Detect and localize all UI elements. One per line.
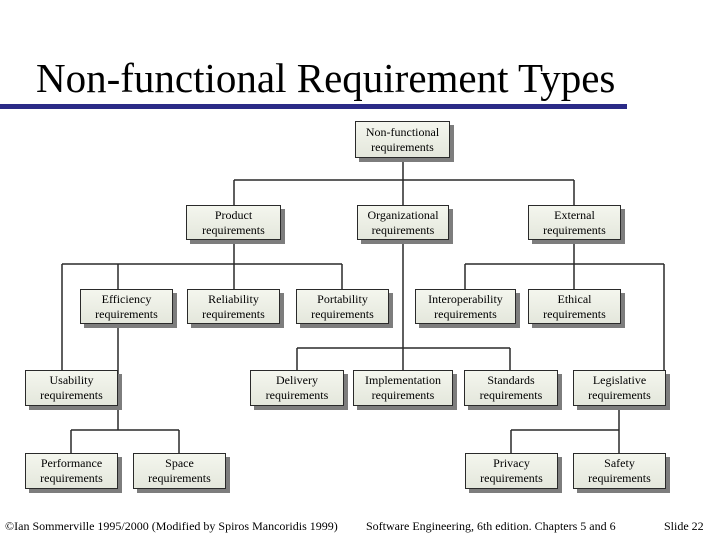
node-label-line1: Legislative	[592, 373, 647, 387]
node-label-line1: External	[554, 207, 595, 222]
node-reliability-requirements: Reliability requirements	[187, 289, 280, 324]
node-label-line2: requirements	[202, 222, 265, 237]
node-label-line2: requirements	[434, 306, 497, 321]
node-label-line1: Efficiency	[101, 291, 152, 306]
node-efficiency-requirements: Efficiency requirements	[80, 289, 173, 324]
node-label-line1: Standards	[487, 373, 535, 387]
node-label-line2: requirements	[543, 222, 606, 237]
node-product-requirements: Product requirements	[186, 205, 281, 240]
node-space-requirements: Space requirements	[133, 453, 226, 489]
footer-copyright: ©Ian Sommerville 1995/2000 (Modified by …	[5, 519, 338, 533]
node-ethical-requirements: Ethical requirements	[528, 289, 621, 324]
node-label-line1: Organizational	[367, 207, 439, 222]
node-label-line1: Ethical	[557, 291, 592, 306]
node-nonfunctional-requirements: Non-functional requirements	[355, 121, 450, 158]
node-performance-requirements: Performance requirements	[25, 453, 118, 489]
node-label-line2: requirements	[371, 139, 434, 154]
footer-slide-number: Slide 22	[664, 519, 704, 533]
node-label-line2: requirements	[588, 388, 651, 402]
node-label-line1: Product	[214, 207, 253, 222]
node-external-requirements: External requirements	[528, 205, 621, 240]
node-label-line1: Portability	[317, 291, 368, 306]
node-label-line1: Space	[165, 456, 194, 470]
node-label-line1: Usability	[49, 373, 94, 387]
node-label-line2: requirements	[371, 388, 435, 402]
page-title: Non-functional Requirement Types	[36, 55, 616, 101]
node-label-line2: requirements	[371, 222, 435, 237]
node-label-line2: requirements	[588, 471, 651, 485]
node-label-line1: Privacy	[493, 456, 530, 470]
node-label-line2: requirements	[148, 471, 211, 485]
node-label-line1: Implementation	[365, 373, 441, 387]
node-organizational-requirements: Organizational requirements	[357, 205, 449, 240]
node-label-line2: requirements	[479, 388, 543, 402]
node-implementation-requirements: Implementation requirements	[353, 370, 453, 406]
node-privacy-requirements: Privacy requirements	[465, 453, 558, 489]
node-label-line1: Delivery	[276, 373, 318, 387]
node-usability-requirements: Usability requirements	[25, 370, 118, 406]
node-label-line1: Non-functional	[365, 124, 440, 139]
node-label-line2: requirements	[543, 306, 606, 321]
node-label-line2: requirements	[202, 306, 265, 321]
node-label-line2: requirements	[40, 388, 103, 402]
node-label-line1: Performance	[40, 456, 103, 470]
node-label-line1: Safety	[604, 456, 635, 470]
node-delivery-requirements: Delivery requirements	[250, 370, 344, 406]
node-portability-requirements: Portability requirements	[296, 289, 389, 324]
node-label-line2: requirements	[265, 388, 329, 402]
node-label-line2: requirements	[95, 306, 158, 321]
node-interoperability-requirements: Interoperability requirements	[415, 289, 516, 324]
node-label-line1: Reliability	[208, 291, 259, 306]
node-legislative-requirements: Legislative requirements	[573, 370, 666, 406]
footer-book-reference: Software Engineering, 6th edition. Chapt…	[366, 519, 616, 533]
node-safety-requirements: Safety requirements	[573, 453, 666, 489]
node-label-line2: requirements	[480, 471, 543, 485]
node-label-line1: Interoperability	[428, 291, 503, 306]
node-standards-requirements: Standards requirements	[464, 370, 558, 406]
node-label-line2: requirements	[311, 306, 374, 321]
title-underline	[0, 104, 627, 109]
node-label-line2: requirements	[40, 471, 103, 485]
